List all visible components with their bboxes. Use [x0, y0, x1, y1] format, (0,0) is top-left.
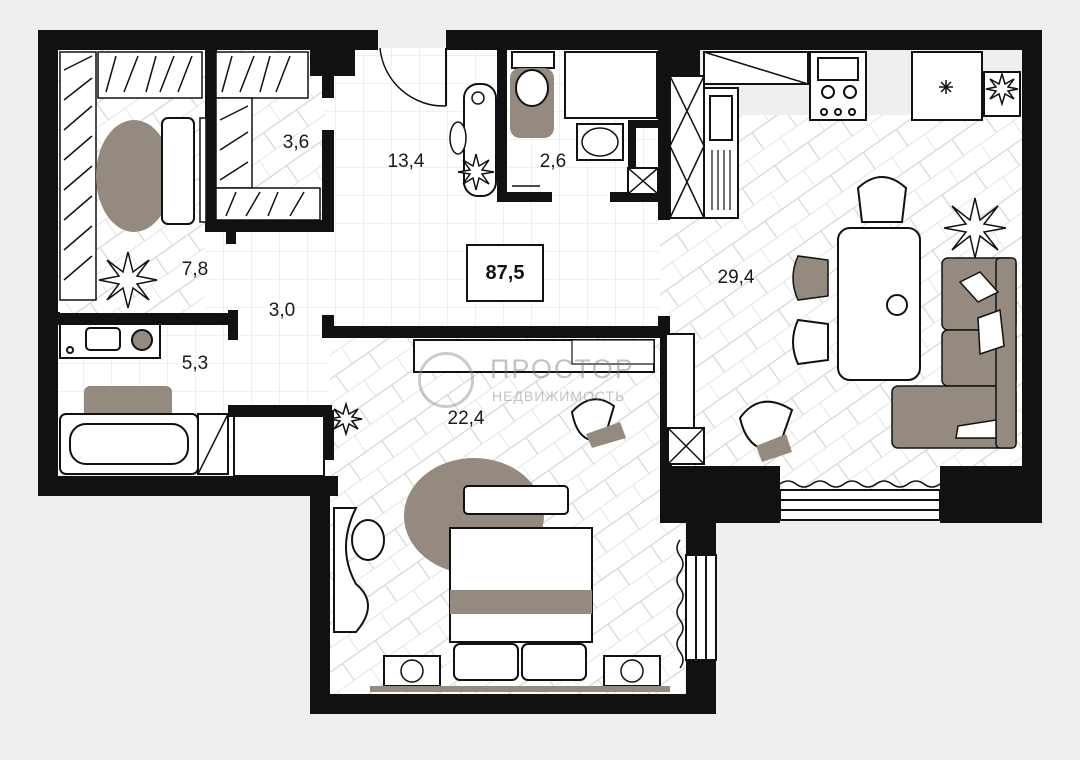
watermark-logo-icon — [418, 352, 474, 408]
bathroom-fixtures — [59, 323, 325, 477]
area-label-bedroom-small: 7,8 — [181, 259, 209, 280]
wardrobe-cabinets — [59, 51, 321, 301]
area-label-bedroom: 22,4 — [447, 408, 485, 429]
plants — [98, 71, 1019, 437]
area-label-kitchen-living: 29,4 — [717, 267, 755, 288]
area-label-wc: 2,6 — [539, 151, 567, 172]
kitchen-units — [669, 51, 1021, 219]
wc-fixtures — [510, 51, 659, 195]
watermark-subtitle: НЕДВИЖИМОСТЬ — [492, 388, 626, 404]
area-label-corridor: 3,0 — [268, 300, 296, 321]
dining-table — [738, 176, 921, 462]
watermark-name: ПРОСТОР — [490, 354, 635, 384]
total-area-value: 87,5 — [485, 261, 525, 284]
entrance-door — [379, 47, 447, 107]
windows — [676, 480, 941, 669]
sofa — [891, 257, 1017, 449]
area-label-hall: 13,4 — [387, 151, 425, 172]
total-area-badge: 87,5 — [466, 244, 544, 302]
area-label-bathroom: 5,3 — [181, 353, 209, 374]
walls — [38, 30, 1042, 714]
small-bedroom-furniture — [96, 117, 207, 232]
watermark: ПРОСТОР НЕДВИЖИМОСТЬ — [418, 350, 678, 410]
area-label-wardrobe: 3,6 — [282, 132, 310, 153]
